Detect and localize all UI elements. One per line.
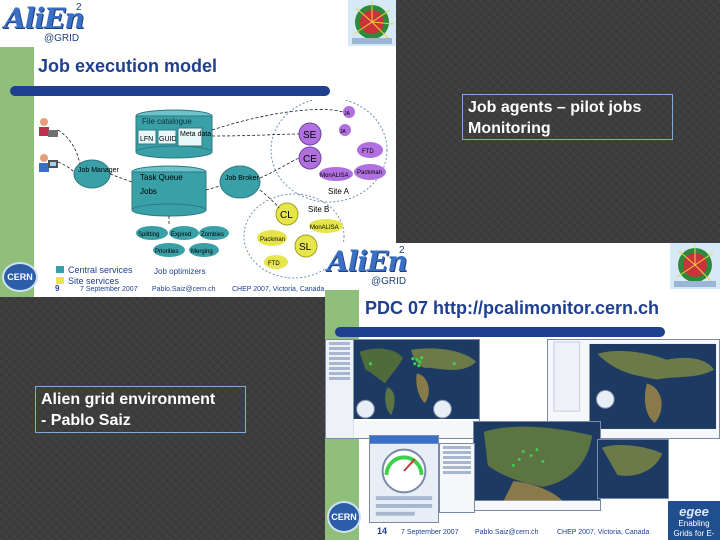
callout-bottom-line1: Alien grid environment xyxy=(41,391,216,408)
site-a-label: Site A xyxy=(328,187,350,196)
callout-top-line2: Monitoring xyxy=(468,120,551,137)
computer-icon xyxy=(39,154,58,172)
callout-bottom-line2: - Pablo Saiz xyxy=(41,412,131,429)
alien-logo-sup: 2 xyxy=(76,2,82,13)
map-screenshot-strip xyxy=(439,443,475,513)
europe-map-screenshot xyxy=(473,421,601,511)
legend: Central services Site services xyxy=(56,264,133,286)
cern-logo-icon: CERN xyxy=(327,501,361,533)
expired-label: Expired xyxy=(171,232,191,238)
slide-title: Job execution model xyxy=(38,56,218,76)
monalisa-label-b: MonALISA xyxy=(310,225,339,231)
guid-label: GUID xyxy=(159,136,177,143)
cl-label: CL xyxy=(280,210,293,221)
gauge-icon xyxy=(370,436,438,516)
zombies-label: Zombies xyxy=(201,232,224,238)
sl-label: SL xyxy=(299,242,312,253)
egee-logo-text: egee xyxy=(679,504,709,519)
egee-logo: egee Enabling Grids for E-sciencE xyxy=(668,501,720,540)
callout-alien-grid: Alien grid environment - Pablo Saiz xyxy=(35,386,246,433)
footer-email: Pablo.Saiz@cern.ch xyxy=(475,529,539,536)
alien-logo: AliEn 2 @GRID xyxy=(327,245,409,289)
alien-logo-sub: @GRID xyxy=(371,276,407,287)
page-number: 9 xyxy=(55,284,60,293)
world-map-screenshot xyxy=(325,339,480,439)
task-queue-label: Task Queue xyxy=(140,173,183,182)
title-underline xyxy=(335,327,665,337)
collision-event-icon xyxy=(348,0,396,46)
callout-job-agents: Job agents – pilot jobs Monitoring xyxy=(462,94,673,140)
world-map-icon xyxy=(548,340,719,438)
footer-email: Pablo.Saiz@cern.ch xyxy=(152,286,216,293)
footer-conference: CHEP 2007, Victoria, Canada xyxy=(557,529,650,536)
person-icon xyxy=(39,118,58,137)
meta-label: Meta data xyxy=(180,131,211,138)
jobs-label: Jobs xyxy=(140,187,157,196)
legend-site: Site services xyxy=(56,275,133,286)
job-execution-diagram: File catalogue LFN GUID Meta data Job Ma… xyxy=(39,100,388,279)
cern-logo-icon: CERN xyxy=(2,262,38,292)
job-optimizers-label: Job optimizers xyxy=(154,267,206,276)
legend-screenshot xyxy=(597,439,669,499)
world-map-icon xyxy=(474,422,600,510)
file-catalogue-label: File catalogue xyxy=(142,117,192,126)
alien-logo-sup: 2 xyxy=(399,245,405,256)
job-broker-label: Job Broker xyxy=(225,175,260,182)
alien-logo-sub: @GRID xyxy=(44,33,80,44)
gauge-screenshot xyxy=(369,435,439,523)
collision-event-icon xyxy=(670,243,720,289)
footer-date: 7 September 2007 xyxy=(401,529,459,536)
ce-label: CE xyxy=(303,154,317,165)
se-label: SE xyxy=(303,130,317,141)
world-map-screenshot-2 xyxy=(547,339,720,439)
legend-central: Central services xyxy=(56,264,133,275)
world-map-icon xyxy=(353,340,479,438)
alien-logo-text: AliEn xyxy=(327,245,408,278)
monitor-sidebar xyxy=(326,340,354,438)
monalisa-label-a: MonALISA xyxy=(320,173,349,179)
egee-logo-sub: Enabling Grids for E-sciencE xyxy=(673,519,715,540)
title-underline xyxy=(10,86,330,96)
slide-pdc07-monitor[interactable]: AliEn 2 @GRID PDC 07 http://pcalimonitor… xyxy=(325,243,720,540)
central-swatch xyxy=(56,266,64,273)
slide-footer: CERN Central services Site services 9 7 … xyxy=(0,258,396,297)
page-number: 14 xyxy=(377,526,388,536)
splitting-label: Splitting xyxy=(138,232,159,238)
site-b-label: Site B xyxy=(308,205,329,214)
alien-logo: AliEn 2 @GRID xyxy=(4,2,85,46)
callout-top-line1: Job agents – pilot jobs xyxy=(468,99,642,116)
ftd-label-a: FTD xyxy=(362,149,374,155)
footer-conference: CHEP 2007, Victoria, Canada xyxy=(232,286,325,293)
footer-date: 7 September 2007 xyxy=(80,286,138,293)
slide-job-execution-model[interactable]: AliEn 2 @GRID Job execution model xyxy=(0,0,396,297)
ja-label-1: JA xyxy=(344,111,351,117)
lfn-label: LFN xyxy=(140,136,153,143)
job-manager-label: Job Manager xyxy=(78,167,120,174)
packman-label-a: Packman xyxy=(357,170,382,176)
packman-label-b: Packman xyxy=(260,237,285,243)
slide-title: PDC 07 http://pcalimonitor.cern.ch xyxy=(365,298,660,318)
alien-logo-text: AliEn xyxy=(4,2,85,35)
ja-label-2: JA xyxy=(340,129,347,135)
site-swatch xyxy=(56,277,64,284)
merging-label: Merging xyxy=(191,249,213,255)
ftd-label-b: FTD xyxy=(268,261,280,267)
priorities-label: Priorities xyxy=(155,249,178,255)
